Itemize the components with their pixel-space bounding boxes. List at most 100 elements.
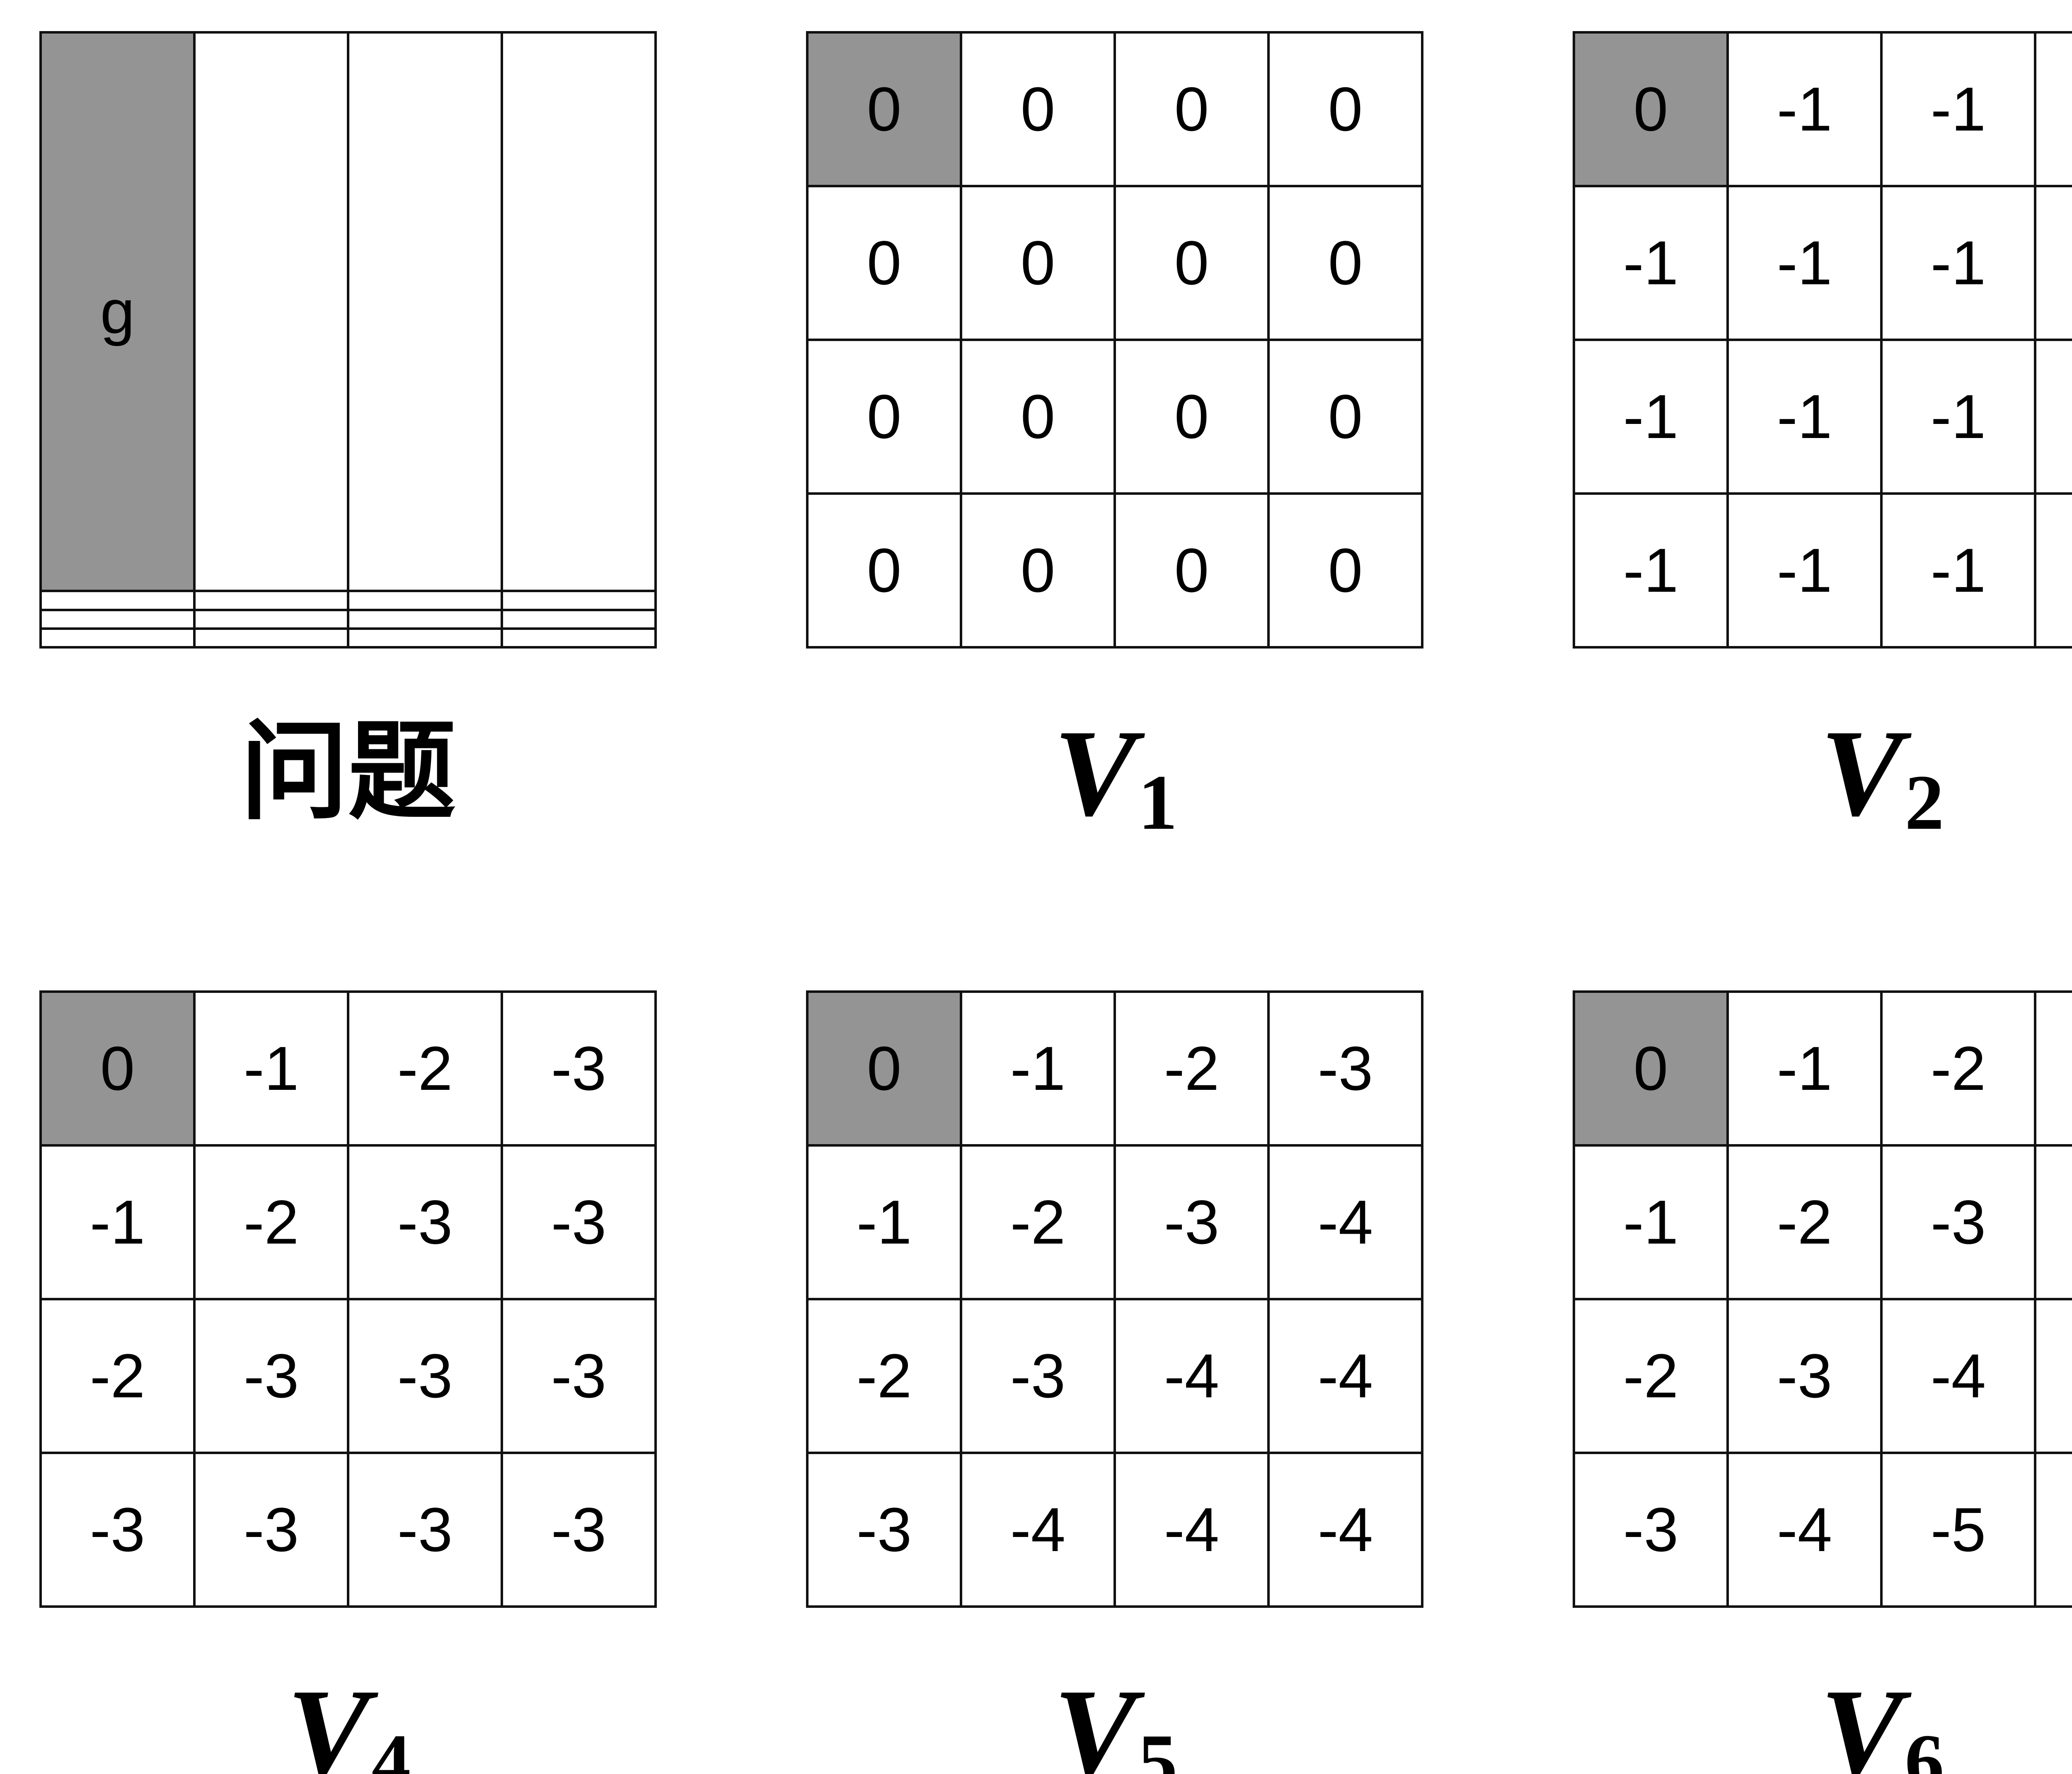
- grid-row: -2-3-4-5: [1573, 1298, 2072, 1454]
- grid-cell: -1: [1726, 339, 1883, 495]
- grid-cell: [501, 31, 657, 593]
- grid-cell: -3: [501, 1298, 657, 1454]
- grid-row: -3-3-3-3: [39, 1452, 657, 1608]
- figure-label-text: V: [1053, 704, 1137, 842]
- value-grid-figure: 0-1-2-3-1-2-3-3-2-3-3-3-3-3-3-3 V4: [39, 990, 657, 1774]
- grid-table: 0-1-2-3-1-2-3-3-2-3-3-3-3-3-3-3: [39, 990, 657, 1608]
- grid-cell: -3: [501, 990, 657, 1147]
- grid-cell: 0: [960, 185, 1116, 341]
- grid-cell: -1: [2034, 339, 2072, 495]
- figure-label-subscript: 4: [371, 1718, 411, 1774]
- grid-cell: [39, 590, 196, 611]
- grid-cell: -2: [960, 1144, 1116, 1300]
- grid-row: 0-1-2-3: [1573, 990, 2072, 1147]
- grid-table: 0-1-2-3-1-2-3-4-2-3-4-4-3-4-4-4: [806, 990, 1423, 1608]
- figure-label: 问题: [240, 698, 456, 847]
- grid-cell: -1: [960, 990, 1116, 1147]
- grid-cell: -3: [1880, 1144, 2036, 1300]
- grid-cell: -1: [1726, 492, 1883, 649]
- grid-cell: -2: [39, 1298, 196, 1454]
- figure-label: V2: [1820, 698, 1944, 847]
- grid-cell: [501, 627, 657, 649]
- grid-cell: -3: [1113, 1144, 1270, 1300]
- grid-cell: -1: [2034, 185, 2072, 341]
- grid-cell: -3: [501, 1452, 657, 1608]
- grid-cell: [193, 590, 349, 611]
- grid-cell: -2: [193, 1144, 349, 1300]
- grid-cell: 0: [960, 339, 1116, 495]
- grid-cell: -4: [1880, 1298, 2036, 1454]
- grid-cell: -2: [806, 1298, 962, 1454]
- grid-row: [39, 608, 657, 630]
- grid-cell: -4: [1113, 1298, 1270, 1454]
- grid-cell: [347, 590, 503, 611]
- grid-cell: [193, 627, 349, 649]
- grid-cell: -1: [1880, 492, 2036, 649]
- goal-cell: g: [39, 31, 196, 593]
- grid-cell: -4: [1113, 1452, 1270, 1608]
- grid-cell: -1: [1726, 185, 1883, 341]
- grid-cell: [39, 627, 196, 649]
- grid-row: -1-2-3-4: [1573, 1144, 2072, 1300]
- grid-row: 0-1-2-3: [39, 990, 657, 1147]
- goal-cell: 0: [1573, 31, 1729, 187]
- figure-label: V4: [287, 1658, 411, 1774]
- grid-cell: -2: [347, 990, 503, 1147]
- value-grid-figure: g 问题: [39, 31, 657, 847]
- grid-cell: 0: [1113, 492, 1270, 649]
- grid-row: -1-1-1-1: [1573, 339, 2072, 495]
- grid-row: -2-3-3-3: [39, 1298, 657, 1454]
- value-grid-figure: 0-1-2-3-1-2-3-4-2-3-4-4-3-4-4-4 V5: [806, 990, 1423, 1774]
- grid-cell: -1: [2034, 492, 2072, 649]
- grid-cell: [193, 608, 349, 630]
- grid-cell: 0: [806, 339, 962, 495]
- grid-row: -3-4-4-4: [806, 1452, 1423, 1608]
- grid-cell: [39, 608, 196, 630]
- grid-cell: -3: [2034, 990, 2072, 1147]
- grid-row: -1-2-3-4: [806, 1144, 1423, 1300]
- grid-table: g: [39, 31, 657, 649]
- grid-cell: 0: [1113, 339, 1270, 495]
- grid-cell: 0: [960, 31, 1116, 187]
- grid-cell: -4: [1726, 1452, 1883, 1608]
- grid-cell: -1: [1573, 339, 1729, 495]
- grid-row: g: [39, 31, 657, 593]
- grid-row: -3-4-5-5: [1573, 1452, 2072, 1608]
- grid-cell: -4: [1267, 1298, 1423, 1454]
- grid-cell: -3: [1267, 990, 1423, 1147]
- grid-cell: -3: [1726, 1298, 1883, 1454]
- grid-cell: -3: [960, 1298, 1116, 1454]
- grid-cell: -3: [806, 1452, 962, 1608]
- grid-cell: -3: [347, 1452, 503, 1608]
- grid-cell: -2: [1573, 1298, 1729, 1454]
- grid-cell: 0: [960, 492, 1116, 649]
- grid-cell: -1: [1880, 31, 2036, 187]
- grid-cell: -1: [1880, 185, 2036, 341]
- grid-cell: [193, 31, 349, 593]
- grid-cell: -1: [806, 1144, 962, 1300]
- grid-row: 0-1-2-3: [806, 990, 1423, 1147]
- grid-cell: -1: [1573, 492, 1729, 649]
- grid-cell: -1: [1880, 339, 2036, 495]
- grid-table: 0-1-1-1-1-1-1-1-1-1-1-1-1-1-1-1: [1573, 31, 2072, 649]
- figure-label: V1: [1053, 698, 1177, 847]
- grid-row: [39, 627, 657, 649]
- grid-cell: -3: [347, 1144, 503, 1300]
- figures-row-bottom: 0-1-2-3-1-2-3-3-2-3-3-3-3-3-3-3 V4 0-1-2…: [39, 990, 2072, 1774]
- grid-row: 0-1-1-1: [1573, 31, 2072, 187]
- figure-label-subscript: 5: [1138, 1718, 1178, 1774]
- grid-cell: [347, 627, 503, 649]
- grid-cell: -1: [193, 990, 349, 1147]
- grid-cell: 0: [1113, 31, 1270, 187]
- grid-cell: 0: [1267, 31, 1423, 187]
- grid-cell: -4: [2034, 1144, 2072, 1300]
- figure-label: V6: [1820, 1658, 1944, 1774]
- grid-cell: -1: [1573, 1144, 1729, 1300]
- figure-label-subscript: 2: [1905, 759, 1944, 847]
